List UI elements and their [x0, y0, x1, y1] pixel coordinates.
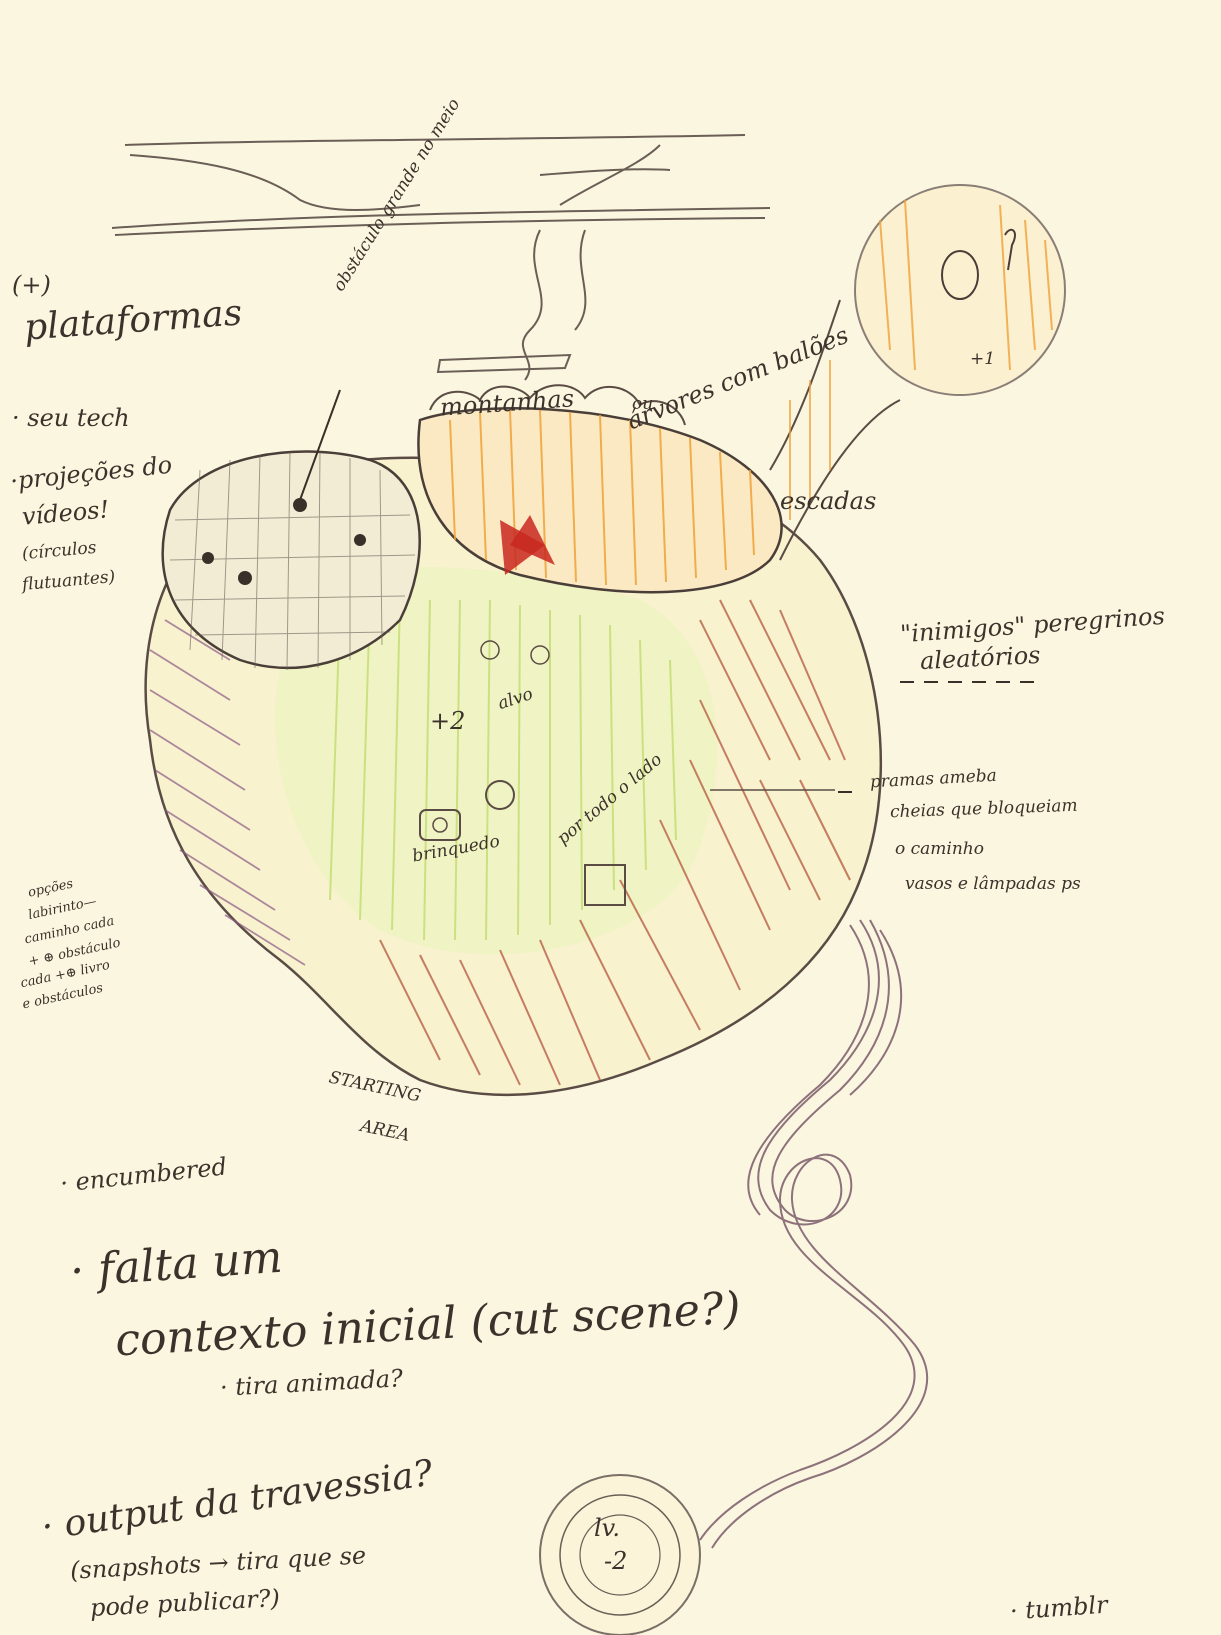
note-seu-tech: · seu tech	[12, 405, 130, 433]
note-pramas-3: o caminho	[895, 840, 984, 860]
note-pramas-4: vasos e lâmpadas ps	[905, 875, 1081, 895]
floating-ship-drawing	[112, 135, 770, 380]
label-lv: lv.	[594, 1515, 620, 1543]
label-minus-two: -2	[604, 1548, 627, 1576]
label-plus-one: +1	[970, 350, 995, 370]
bubble-drawing	[855, 185, 1065, 395]
label-ou: ou	[632, 395, 653, 415]
label-plus-two: +2	[430, 708, 465, 736]
label-escadas: escadas	[780, 488, 876, 516]
plus-mark: (+)	[12, 272, 51, 300]
